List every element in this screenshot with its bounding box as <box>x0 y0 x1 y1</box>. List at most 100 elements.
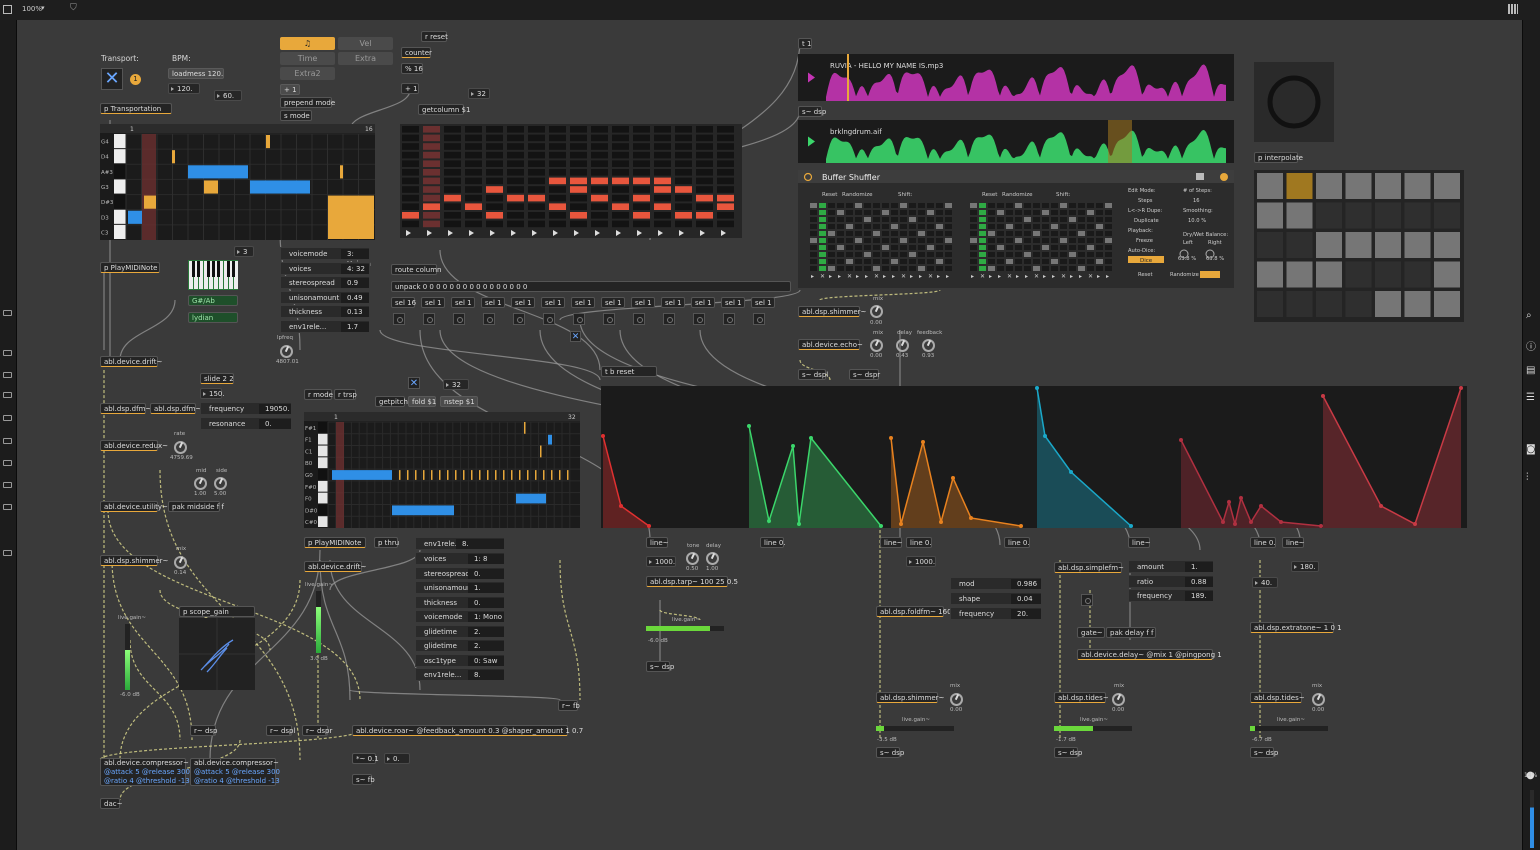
dfm-object-2[interactable]: abl.dsp.dfm~ <box>150 403 201 414</box>
receive-reset-object[interactable]: r reset <box>421 31 448 42</box>
left-tool-icon[interactable] <box>3 460 12 466</box>
tab-extra[interactable]: Extra <box>338 52 393 65</box>
thousand-number[interactable]: 1000. <box>646 556 676 567</box>
counter-object[interactable]: counter <box>401 47 432 58</box>
mix-c3-dial[interactable] <box>1112 693 1125 706</box>
send-dsp-object[interactable]: s~ dsp <box>798 106 826 117</box>
attr-value[interactable]: 0.986 <box>1011 579 1041 589</box>
attr-value[interactable]: 1.7 <box>341 321 369 332</box>
line-tilde-c2[interactable]: line~ <box>880 537 903 548</box>
receive-dspr-object[interactable]: r~ dspr <box>302 725 332 736</box>
mix-c2-dial[interactable] <box>950 693 963 706</box>
shimmer-left-mix-dial[interactable] <box>174 556 187 569</box>
live-gain-meter[interactable] <box>125 624 130 690</box>
attr-value[interactable]: 1. <box>468 583 504 593</box>
pak-delay-object[interactable]: pak delay f f <box>1106 627 1156 638</box>
fold-toggle[interactable]: ✕ <box>408 377 420 389</box>
fold-message[interactable]: fold $1 <box>408 396 436 407</box>
step-trigger-button[interactable] <box>633 313 645 325</box>
attr-value[interactable]: 1: Mono <box>468 612 504 622</box>
left-tool-icon[interactable] <box>3 415 12 421</box>
trigger-object[interactable]: t 1 <box>798 38 812 49</box>
roar-object[interactable]: abl.device.roar~ @feedback_amount 0.3 @s… <box>352 725 583 736</box>
attr-value[interactable]: 19050. <box>259 404 291 414</box>
bucket-icon[interactable]: ⛉ <box>70 3 77 13</box>
trigger-bang-reset-object[interactable]: t b reset <box>601 366 657 377</box>
plus-one-message[interactable]: + 1 <box>280 84 300 95</box>
receive-transpose-object[interactable]: r trsp <box>334 389 357 400</box>
line-zero-c2b[interactable]: line 0. <box>1004 537 1030 548</box>
attr-value[interactable]: 0.88 <box>1185 577 1213 587</box>
live-gain-c2-meter[interactable] <box>876 726 954 731</box>
tab-time[interactable]: Time <box>280 52 335 65</box>
getcolumn-object[interactable]: getcolumn $1 <box>418 104 470 115</box>
simplefm-object[interactable]: abl.dsp.simplefm~ <box>1054 562 1124 573</box>
select-object[interactable]: sel 1 <box>451 297 475 308</box>
zero-number[interactable]: 0. <box>384 753 410 764</box>
step-trigger-button[interactable] <box>483 313 495 325</box>
left-tool-icon[interactable] <box>3 504 12 510</box>
step-trigger-button[interactable] <box>693 313 705 325</box>
tides-c4-object[interactable]: abl.dsp.tides~ <box>1250 692 1305 703</box>
piano-keyboard-icon[interactable] <box>188 260 238 290</box>
tone-dial[interactable] <box>686 552 699 565</box>
left-tool-icon[interactable] <box>3 372 12 378</box>
lpfreq-dial[interactable] <box>280 345 293 358</box>
left-tool-icon[interactable] <box>3 550 12 556</box>
send-dsp-c4-object[interactable]: s~ dsp <box>1250 747 1278 758</box>
tides-c3-object[interactable]: abl.dsp.tides~ <box>1054 692 1109 703</box>
info-icon[interactable]: ⓘ <box>1526 342 1536 353</box>
key-dropdown[interactable]: G#/Ab <box>188 295 238 306</box>
transport-toggle[interactable]: ✕ <box>101 68 123 90</box>
book-icon[interactable]: ▤ <box>1526 365 1536 376</box>
receive-fb-object[interactable]: r~ fb <box>558 700 580 711</box>
attr-value[interactable]: 1. <box>1185 562 1213 572</box>
line-zero-object[interactable]: line 0. <box>760 537 786 548</box>
attr-value[interactable]: 3: Unison <box>341 249 371 268</box>
select-object[interactable]: sel 1 <box>751 297 775 308</box>
step-trigger-button[interactable] <box>453 313 465 325</box>
left-tool-icon[interactable] <box>3 310 12 316</box>
select-object[interactable]: sel 1 <box>421 297 445 308</box>
drift-object[interactable]: abl.device.drift~ <box>100 356 162 367</box>
attr-value[interactable]: 0.49 <box>341 292 369 303</box>
transportation-subpatch[interactable]: p Transportation <box>100 103 172 114</box>
shimmer-object[interactable]: abl.dsp.shimmer~ <box>798 306 866 317</box>
send-dsp-c3-object[interactable]: s~ dsp <box>1054 747 1082 758</box>
step-trigger-button[interactable] <box>603 313 615 325</box>
tab-extra2[interactable]: Extra2 <box>280 67 335 80</box>
tab-note[interactable]: ♫ <box>280 37 335 50</box>
echo-mix-dial[interactable] <box>870 339 883 352</box>
send-dspl-object[interactable]: s~ dspl <box>798 369 828 380</box>
attr-value[interactable]: 0.9 <box>341 278 369 288</box>
thru-subpatch[interactable]: p thru <box>374 537 399 548</box>
select-object[interactable]: sel 16 <box>391 297 416 308</box>
tab-vel[interactable]: Vel <box>338 37 393 50</box>
select-object[interactable]: sel 1 <box>601 297 625 308</box>
waveform-1[interactable]: RUVIA - HELLO MY NAME IS.mp3 <box>798 54 1234 101</box>
select-object[interactable]: sel 1 <box>691 297 715 308</box>
oneeighty-number[interactable]: 180. <box>1291 561 1319 572</box>
step-trigger-button[interactable] <box>573 313 585 325</box>
select-object[interactable]: sel 1 <box>571 297 595 308</box>
select-object[interactable]: sel 1 <box>721 297 745 308</box>
receive-dsp-object[interactable]: r~ dsp <box>190 725 218 736</box>
compressor-right[interactable]: abl.device.compressor~@attack 5 @release… <box>190 758 280 786</box>
live-gain-c3-meter[interactable] <box>1054 726 1132 731</box>
select-object[interactable]: sel 1 <box>661 297 685 308</box>
attr-value[interactable]: 2. <box>468 626 504 637</box>
attr-value[interactable]: 0: Saw <box>468 655 504 666</box>
send-fb-object[interactable]: s~ fb <box>352 774 375 785</box>
send-mode-object[interactable]: s mode <box>280 110 312 121</box>
three-number[interactable]: 3 <box>234 246 254 257</box>
